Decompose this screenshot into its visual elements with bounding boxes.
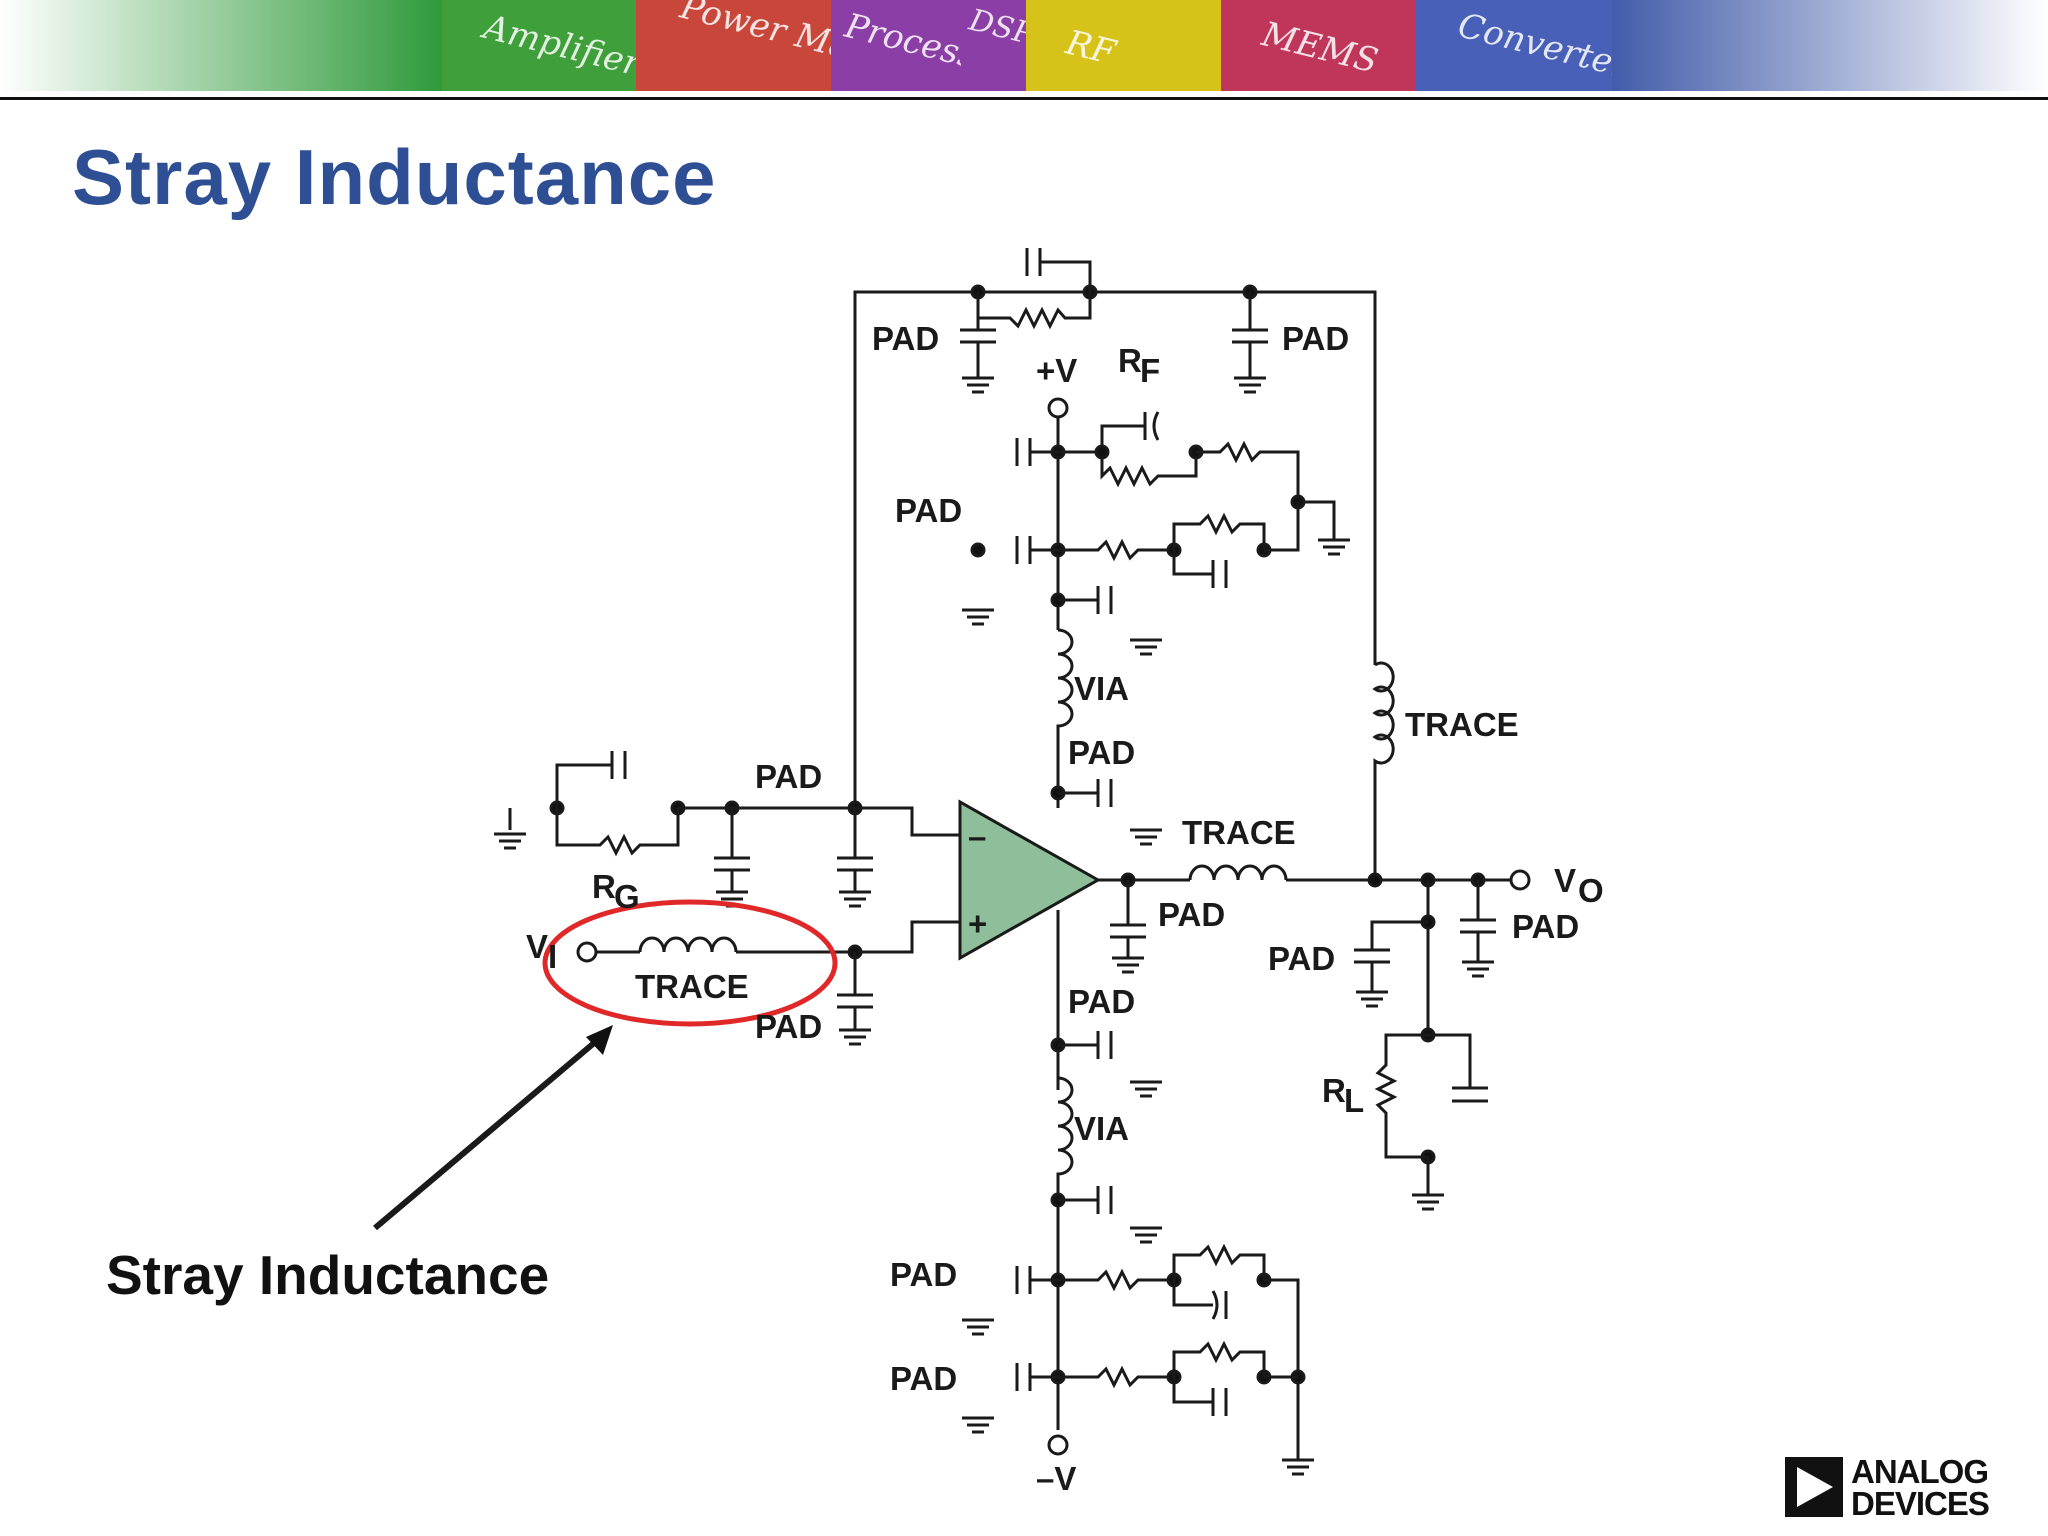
page-title: Stray Inductance bbox=[72, 133, 717, 221]
logo-line-2: DEVICES bbox=[1851, 1485, 1990, 1522]
banner-tile-converters: Converters bbox=[1416, 0, 1612, 91]
pad-label: PAD bbox=[1282, 320, 1349, 357]
trace-highlight-circle bbox=[542, 899, 838, 1027]
opamp-symbol bbox=[958, 799, 1102, 961]
pad-label: PAD bbox=[1268, 940, 1335, 977]
vi-subscript: I bbox=[548, 938, 557, 975]
via-label: VIA bbox=[1074, 1110, 1129, 1147]
output-trace-inductor bbox=[1188, 864, 1288, 881]
trace-label: TRACE bbox=[1182, 814, 1296, 851]
logo-line-1: ANALOG bbox=[1851, 1453, 1989, 1490]
pad-label: PAD bbox=[1068, 983, 1135, 1020]
neg-supply-label: –V bbox=[1036, 1460, 1076, 1497]
trace-label: TRACE bbox=[635, 968, 749, 1005]
pad-label: PAD bbox=[755, 758, 822, 795]
opamp-inverting-label: – bbox=[968, 818, 986, 855]
rl-subscript: L bbox=[1344, 1082, 1364, 1119]
rl-label: R bbox=[1322, 1072, 1346, 1109]
rg-subscript: G bbox=[614, 878, 640, 915]
input-trace-inductor bbox=[638, 936, 738, 953]
banner-divider bbox=[0, 97, 2048, 100]
pad-label: PAD bbox=[755, 1008, 822, 1045]
callout-label: Stray Inductance bbox=[106, 1244, 550, 1306]
banner-tile-dsp: DSP bbox=[961, 0, 1026, 91]
banner-tile-amplifiers: Amplifiers bbox=[442, 0, 636, 91]
pad-label: PAD bbox=[890, 1360, 957, 1397]
banner-tile-processors: Processors bbox=[831, 0, 961, 91]
vi-label: V bbox=[526, 928, 548, 965]
trace-label: TRACE bbox=[1405, 706, 1519, 743]
callout-arrow-head bbox=[586, 1025, 613, 1055]
banner-tile-power-management: Power Management bbox=[636, 0, 831, 91]
opamp-noninverting-label: + bbox=[968, 905, 987, 942]
upper-via-inductor bbox=[1056, 628, 1074, 808]
pad-label: PAD bbox=[1512, 908, 1579, 945]
via-label: VIA bbox=[1074, 670, 1129, 707]
feedback-trace-inductor bbox=[1372, 661, 1395, 880]
logo-triangle-icon bbox=[1785, 1457, 1843, 1517]
pad-label: PAD bbox=[895, 492, 962, 529]
pad-label: PAD bbox=[1068, 734, 1135, 771]
rf-subscript: F bbox=[1140, 352, 1160, 389]
rg-label: R bbox=[592, 868, 616, 905]
pad-label: PAD bbox=[872, 320, 939, 357]
banner-tile-rf: RF bbox=[1026, 0, 1221, 91]
feedback-wire bbox=[853, 290, 1377, 808]
rl-resistor bbox=[1374, 1033, 1428, 1159]
rf-label: R bbox=[1118, 342, 1142, 379]
banner-tile-mems: MEMS bbox=[1221, 0, 1416, 91]
banner-right-fade bbox=[1605, 0, 2048, 91]
callout-arrow-shaft bbox=[373, 1035, 602, 1231]
vo-label: V bbox=[1554, 862, 1576, 899]
analog-devices-logo: ANALOG DEVICES bbox=[1785, 1453, 1995, 1522]
lower-via-inductor bbox=[1056, 1076, 1074, 1430]
banner-left-fade bbox=[0, 0, 442, 91]
pad-label: PAD bbox=[890, 1256, 957, 1293]
rf-resistor bbox=[976, 292, 1092, 330]
pad-label: PAD bbox=[1158, 896, 1225, 933]
vo-subscript: O bbox=[1578, 872, 1604, 909]
pos-supply-label: +V bbox=[1036, 352, 1077, 389]
